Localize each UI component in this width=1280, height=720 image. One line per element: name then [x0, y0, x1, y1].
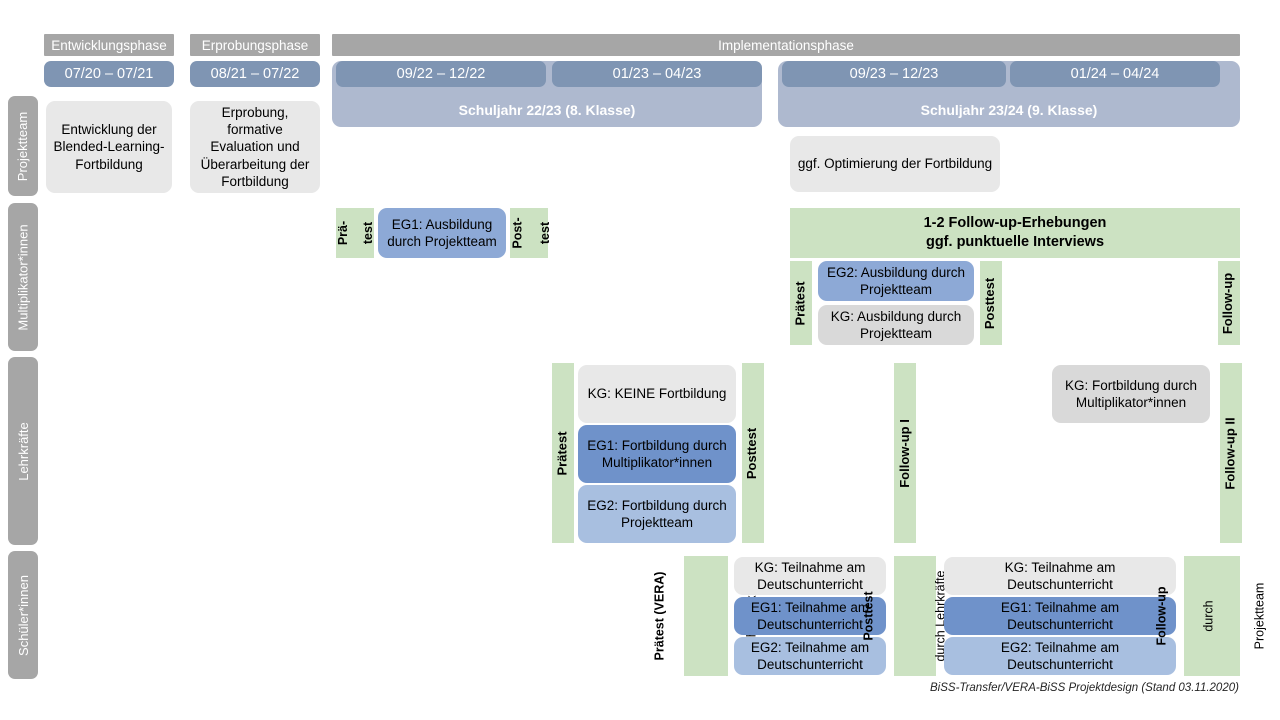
lehrkraefte-followup-2-column: Follow-up II	[1220, 363, 1242, 543]
schueler-left-eg1-box: EG1: Teilnahme am Deutschunterricht	[734, 597, 886, 635]
lehrkraefte-posttest-column: Posttest	[742, 363, 764, 543]
row-label-projektteam: Projektteam	[8, 96, 38, 196]
multiplikatoren-kg-box: KG: Ausbildung durch Projektteam	[818, 305, 974, 345]
date-chip-0123-0423: 01/23 – 04/23	[552, 61, 762, 87]
row-label-multiplikatoren: Multiplikator*innen	[8, 203, 38, 351]
multiplikatoren-posttest2-column: Posttest	[980, 261, 1002, 345]
date-chip-entwicklung: 07/20 – 07/21	[44, 61, 174, 87]
multiplikatoren-posttest-column: Post- test	[510, 208, 552, 258]
schueler-left-kg-box: KG: Teilnahme am Deutschunterricht	[734, 557, 886, 595]
schueler-praetest-vera-column: Prätest (VERA) durch Lehrkräfte	[652, 556, 758, 676]
schueler-left-eg2-box: EG2: Teilnahme am Deutschunterricht	[734, 637, 886, 675]
row-label-lehrkraefte: Lehrkräfte	[8, 357, 38, 545]
schueler-right-eg1-box: EG1: Teilnahme am Deutschunterricht	[944, 597, 1176, 635]
date-chip-0922-1222: 09/22 – 12/22	[336, 61, 546, 87]
multiplikatoren-eg2-box: EG2: Ausbildung durch Projektteam	[818, 261, 974, 301]
schueler-posttest-column: Posttest durch Lehrkräfte	[861, 556, 948, 676]
followup-band-line1: 1-2 Follow-up-Erhebungen	[923, 215, 1107, 232]
row-label-schueler: Schüler*innen	[8, 551, 38, 679]
projektteam-entwicklung-box: Entwicklung der Blended-Learning-Fortbil…	[46, 101, 172, 193]
projektteam-erprobung-box: Erprobung, formative Evaluation und Über…	[190, 101, 320, 193]
multiplikatoren-praetest-column: Prä- test	[336, 208, 375, 258]
multiplikatoren-followup-band: 1-2 Follow-up-Erhebungen ggf. punktuelle…	[790, 208, 1240, 258]
schueler-right-eg2-box: EG2: Teilnahme am Deutschunterricht	[944, 637, 1176, 675]
date-chip-0124-0424: 01/24 – 04/24	[1010, 61, 1220, 87]
date-chip-erprobung: 08/21 – 07/22	[190, 61, 320, 87]
multiplikatoren-praetest2-column: Prätest	[790, 261, 812, 345]
followup-band-line2: ggf. punktuelle Interviews	[925, 234, 1105, 250]
multiplikatoren-eg1-box: EG1: Ausbildung durch Projektteam	[378, 208, 506, 258]
lehrkraefte-kg-keine-box: KG: KEINE Fortbildung	[578, 365, 736, 423]
schueler-right-kg-box: KG: Teilnahme am Deutschunterricht	[944, 557, 1176, 595]
lehrkraefte-praetest-column: Prätest	[552, 363, 574, 543]
lehrkraefte-eg2-box: EG2: Fortbildung durch Projektteam	[578, 485, 736, 543]
lehrkraefte-eg1-box: EG1: Fortbildung durch Multiplikator*inn…	[578, 425, 736, 483]
schueler-followup-column: Follow-up durch Projektteam	[1154, 556, 1266, 676]
lehrkraefte-kg-fortbildung-box: KG: Fortbildung durch Multiplikator*inne…	[1052, 365, 1210, 423]
phase-header-implementation: Implementationsphase	[332, 34, 1240, 56]
date-chip-0923-1223: 09/23 – 12/23	[782, 61, 1006, 87]
phase-header-entwicklung: Entwicklungsphase	[44, 34, 174, 56]
footer-caption: BiSS-Transfer/VERA-BiSS Projektdesign (S…	[930, 682, 1239, 694]
phase-header-erprobung: Erprobungsphase	[190, 34, 320, 56]
multiplikatoren-followup-column: Follow-up	[1218, 261, 1240, 345]
projektteam-optimierung-box: ggf. Optimierung der Fortbildung	[790, 136, 1000, 192]
lehrkraefte-followup-1-column: Follow-up I	[894, 363, 916, 543]
